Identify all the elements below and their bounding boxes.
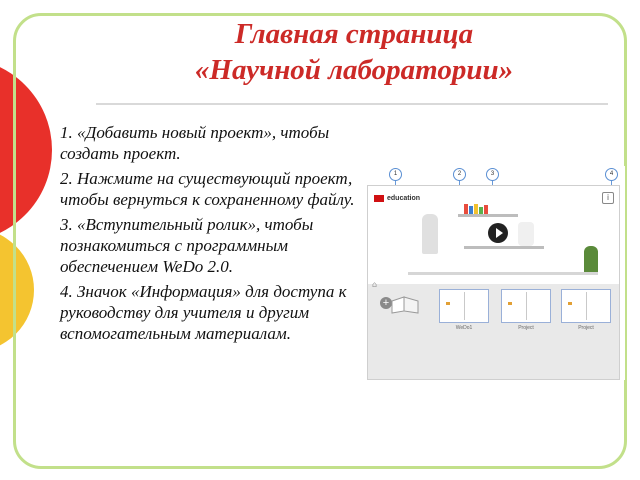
- book-shape: [464, 204, 468, 214]
- callout-marker-3: 3: [486, 168, 499, 181]
- project-card-3[interactable]: [561, 289, 611, 323]
- book-shape: [474, 204, 478, 214]
- intro-video-play-button[interactable]: [488, 223, 508, 243]
- project-label-3: Project: [578, 325, 594, 331]
- app-screenshot: 1 2 3 4 education i: [363, 166, 625, 380]
- books-group: [464, 204, 494, 214]
- callout-marker-4: 4: [605, 168, 618, 181]
- minifig-figure: [518, 222, 534, 246]
- book-shape: [479, 207, 483, 214]
- brand-text: education: [387, 195, 421, 202]
- info-icon[interactable]: i: [602, 192, 614, 204]
- title-divider: [96, 103, 608, 105]
- shelf-top: [458, 214, 518, 217]
- yellow-arc-shape: [0, 234, 34, 346]
- slide-frame: [13, 13, 627, 469]
- callout-marker-1: 1: [389, 168, 402, 181]
- play-icon: [495, 228, 503, 238]
- shelf-middle: [464, 246, 544, 249]
- open-book-icon: [391, 296, 419, 314]
- project-thumb-icon: [446, 302, 450, 305]
- instruction-step-1: 1. «Добавить новый проект», чтобы создат…: [60, 123, 330, 163]
- book-shape: [469, 206, 473, 214]
- project-thumb-icon: [568, 302, 572, 305]
- project-thumb-icon: [508, 302, 512, 305]
- home-icon[interactable]: ⌂: [372, 280, 378, 289]
- card-fold-line: [586, 292, 587, 320]
- desk-surface: [408, 272, 598, 275]
- lab-scene: education i: [368, 186, 619, 284]
- title-line-2: «Научной лаборатории»: [194, 54, 514, 86]
- instruction-step-4: 4. Значок «Информация» для доступа к рук…: [60, 282, 347, 343]
- instruction-step-2: 2. Нажмите на существующий проект, чтобы…: [60, 169, 355, 209]
- robot-figure: [422, 214, 438, 254]
- lab-home-window: education i ⌂ +: [367, 185, 620, 380]
- plant-shape: [584, 246, 598, 272]
- red-arc-shape: [0, 67, 52, 233]
- instruction-list: 1. «Добавить новый проект», чтобы создат…: [60, 122, 360, 348]
- project-card-2[interactable]: [501, 289, 551, 323]
- instruction-step-3: 3. «Вступительный ролик», чтобы познаком…: [60, 215, 314, 276]
- card-fold-line: [464, 292, 465, 320]
- slide-title: Главная страница «Научной лаборатории»: [96, 16, 612, 88]
- book-shape: [484, 205, 488, 214]
- card-fold-line: [526, 292, 527, 320]
- decorative-circles: [0, 67, 52, 346]
- add-new-project-button[interactable]: +: [380, 293, 422, 319]
- title-line-1: Главная страница: [234, 18, 474, 50]
- project-label-2: Project: [518, 325, 534, 331]
- project-card-1[interactable]: [439, 289, 489, 323]
- brand-logo: education: [374, 195, 420, 202]
- callout-marker-2: 2: [453, 168, 466, 181]
- project-label-1: WeDo1: [455, 325, 473, 331]
- plus-circle-icon: +: [380, 297, 392, 309]
- lego-logo-icon: [374, 195, 384, 202]
